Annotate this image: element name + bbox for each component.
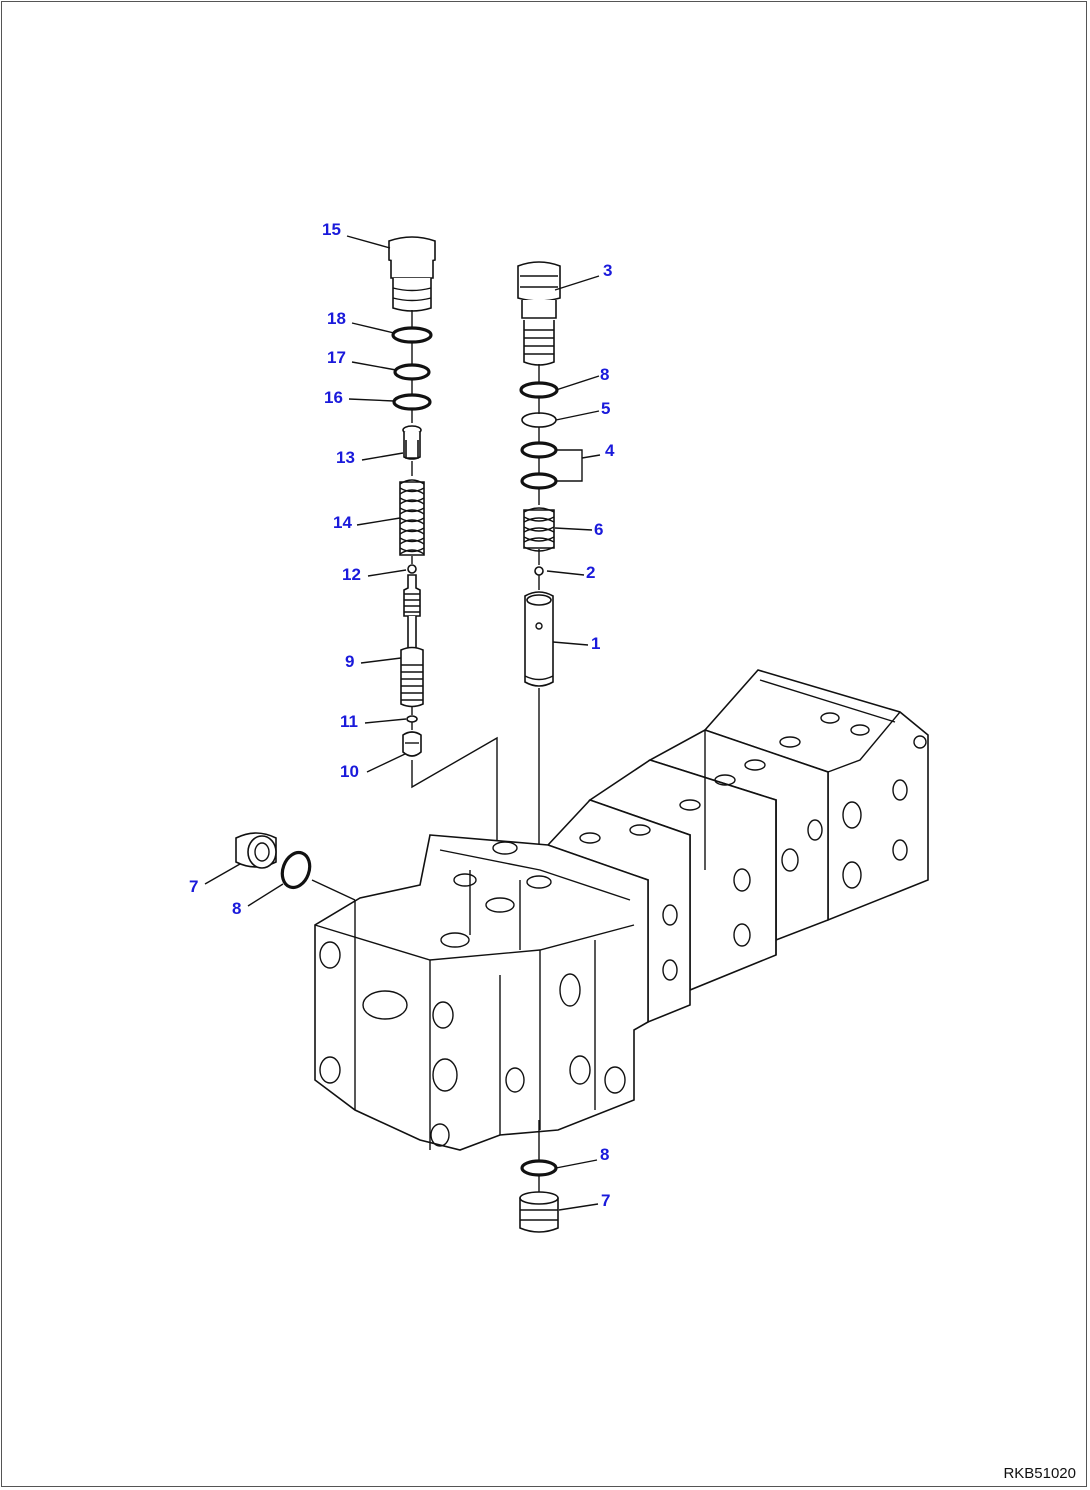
part-9-poppet — [400, 574, 424, 708]
part-1-valve-body — [524, 591, 554, 687]
part-2-ball — [534, 566, 544, 576]
control-valve-block — [314, 669, 929, 1151]
callout-10: 10 — [340, 762, 359, 781]
callout-9: 9 — [345, 652, 355, 671]
callout-18: 18 — [327, 309, 346, 328]
callout-7-bottom: 7 — [601, 1191, 611, 1210]
callout-8-top: 8 — [600, 365, 610, 384]
part-8-ring-bottom — [520, 1159, 558, 1177]
callout-13: 13 — [336, 448, 355, 467]
callout-16: 16 — [324, 388, 343, 407]
callout-5: 5 — [601, 399, 611, 418]
callout-12: 12 — [342, 565, 361, 584]
part-6-spring — [523, 507, 555, 552]
part-7-plug-bottom — [519, 1191, 559, 1233]
part-13-piston — [402, 425, 422, 460]
callout-8-left: 8 — [232, 899, 242, 918]
part-5-backup-ring — [521, 412, 557, 428]
leader-lines — [204, 235, 601, 1211]
callout-11: 11 — [340, 712, 358, 731]
part-11-ring — [406, 715, 418, 723]
part-4-ring-b — [520, 472, 558, 490]
drawing-code: RKB51020 — [1003, 1465, 1076, 1482]
callout-14: 14 — [333, 513, 352, 532]
callout-3: 3 — [603, 261, 613, 280]
callout-17: 17 — [327, 348, 346, 367]
part-7-plug-left — [235, 832, 277, 869]
part-18-ring — [391, 326, 433, 344]
callout-2: 2 — [586, 563, 596, 582]
assembly-path-line — [411, 736, 498, 898]
part-3-plug — [517, 261, 561, 366]
part-16-ring — [392, 393, 432, 411]
part-4-ring-a — [520, 441, 558, 459]
part-8-ring-left — [280, 850, 312, 890]
part-10-seat — [402, 731, 422, 757]
callout-6: 6 — [594, 520, 604, 539]
part-12-ball — [407, 564, 417, 574]
part-17-ring — [393, 363, 431, 381]
callout-7-left: 7 — [189, 877, 199, 896]
callout-15: 15 — [322, 220, 341, 239]
part-14-spring — [399, 479, 425, 556]
part-15-plug — [388, 236, 436, 312]
part-8-ring-top — [519, 381, 559, 399]
callout-1: 1 — [591, 634, 601, 653]
callout-4: 4 — [605, 441, 615, 460]
callout-8-bottom: 8 — [600, 1145, 610, 1164]
